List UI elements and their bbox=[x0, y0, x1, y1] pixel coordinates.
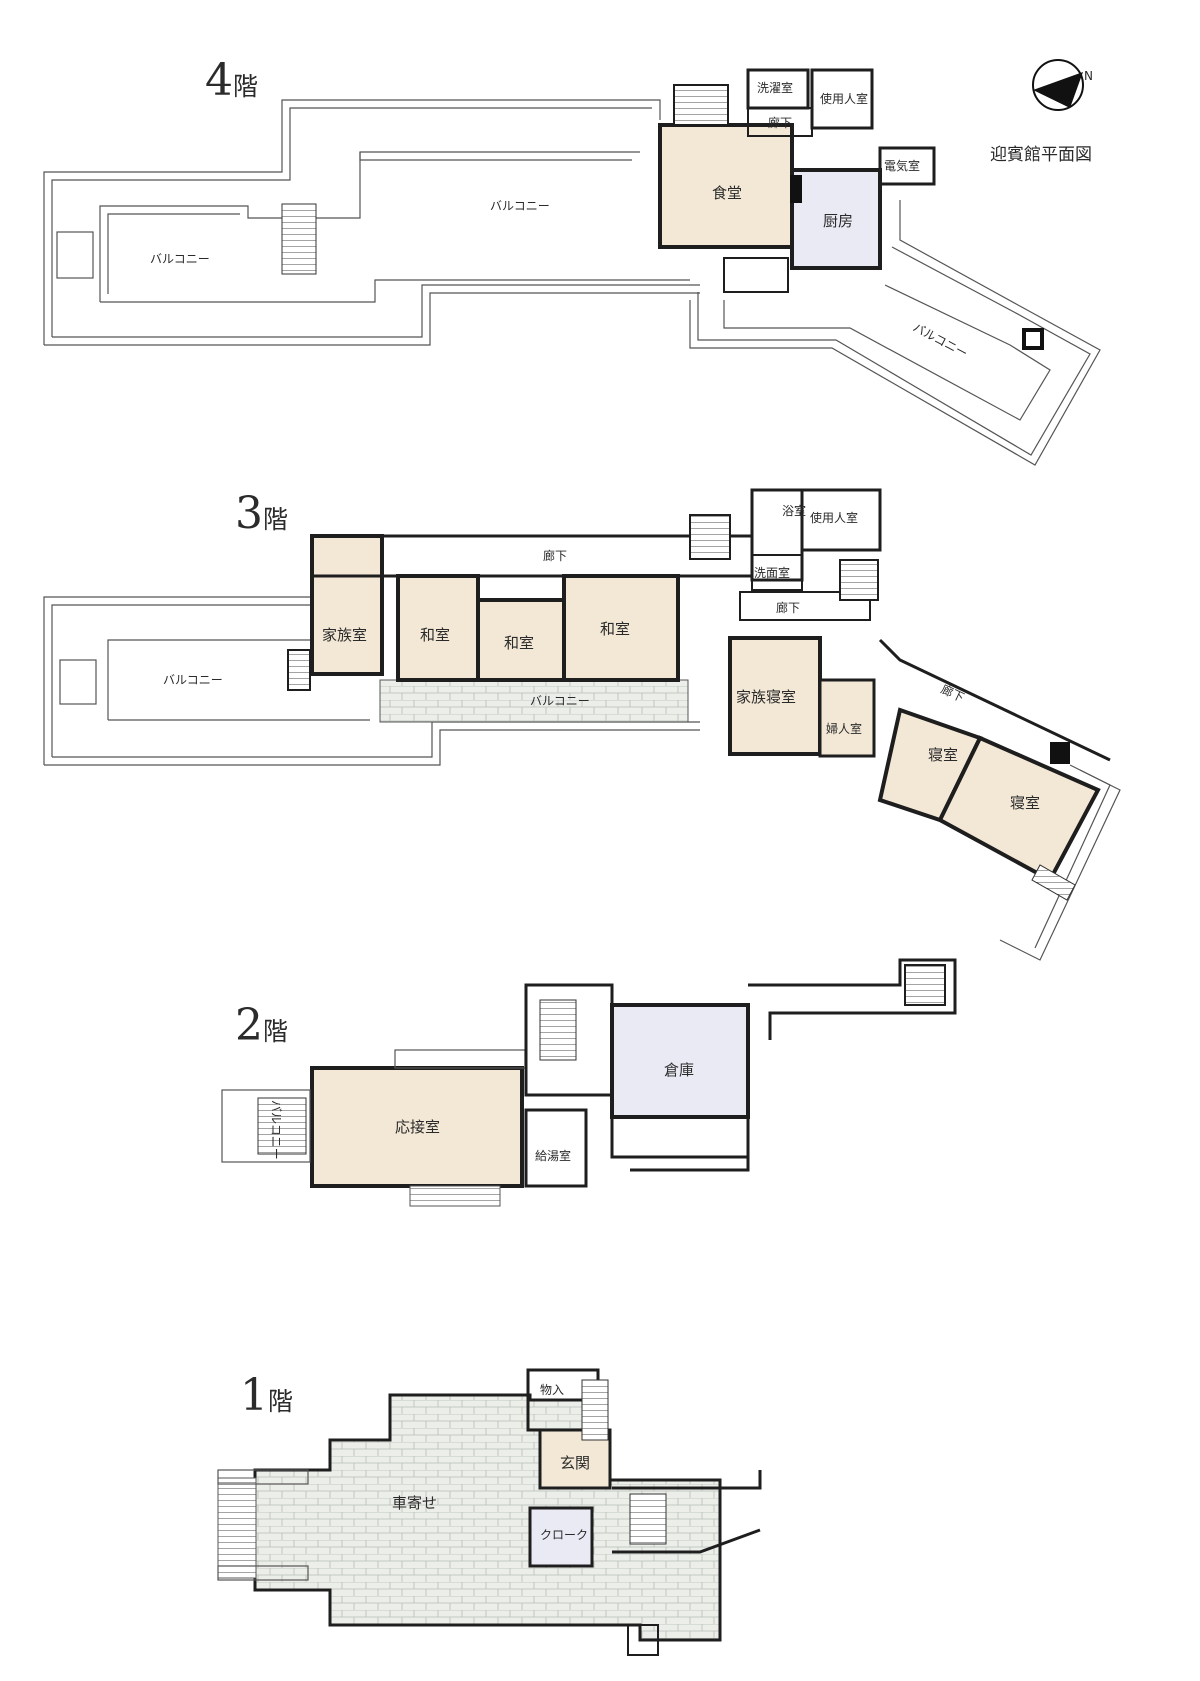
room-label-shinshitsu-1: 寝室 bbox=[928, 746, 958, 764]
floor-2-building-block bbox=[221, 958, 957, 1207]
room-label-cloak: クローク bbox=[540, 1528, 588, 1542]
room-label-sentaku: 洗濯室 bbox=[757, 80, 793, 95]
room-label-washitsu-1: 和室 bbox=[420, 626, 450, 644]
room-label-osetsu: 応接室 bbox=[395, 1118, 440, 1136]
room-label-washitsu-3: 和室 bbox=[600, 620, 630, 638]
compass-north-label: N bbox=[1084, 69, 1093, 83]
figure-title: 迎賓館平面図 bbox=[990, 145, 1092, 165]
room-label-shiyounin-4f: 使用人室 bbox=[820, 91, 868, 106]
floor-4-plan bbox=[43, 59, 1101, 466]
floor-4-kai: 階 bbox=[233, 72, 259, 101]
floor-2-kai: 階 bbox=[263, 1017, 289, 1046]
floor-1-building-block bbox=[217, 1368, 762, 1656]
floor-2-number: 2 bbox=[235, 1000, 263, 1051]
floor-1-number: 1 bbox=[240, 1370, 268, 1421]
floor-4-building-block bbox=[281, 68, 936, 293]
floor-1-kai: 階 bbox=[268, 1387, 294, 1416]
room-label-yokushitsu: 浴室 bbox=[782, 503, 806, 518]
compass-icon bbox=[1032, 59, 1084, 111]
room-label-balcony-4f-west: バルコニー bbox=[150, 252, 210, 266]
floor-3-building-block bbox=[287, 488, 1111, 901]
room-label-shokudo: 食堂 bbox=[712, 184, 742, 202]
room-label-balcony-4f-center: バルコニー bbox=[490, 199, 550, 213]
room-label-balcony-3f-west: バルコニー bbox=[163, 673, 223, 687]
room-label-shinshitsu-2: 寝室 bbox=[1010, 794, 1040, 812]
room-label-fujin: 婦人室 bbox=[826, 721, 862, 736]
room-label-kyuto: 給湯室 bbox=[535, 1148, 571, 1163]
room-label-rouka-3f-mid: 廊下 bbox=[776, 600, 800, 615]
room-label-senmen: 洗面室 bbox=[754, 565, 790, 580]
room-label-washitsu-2: 和室 bbox=[504, 634, 534, 652]
floor-3-heading: 3階 bbox=[235, 488, 288, 539]
room-label-genkan: 玄関 bbox=[560, 1454, 590, 1472]
room-label-balcony-2f: バルコニー bbox=[269, 1100, 283, 1160]
floor-3-south-balcony bbox=[379, 679, 689, 723]
floor-4-number: 4 bbox=[205, 55, 233, 106]
floor-3-number: 3 bbox=[235, 488, 263, 539]
room-label-shiyounin-3f: 使用人室 bbox=[810, 510, 858, 525]
room-label-balcony-3f-south: バルコニー bbox=[530, 694, 590, 708]
room-label-monoire: 物入 bbox=[540, 1383, 564, 1397]
floor-4-balcony-outlines bbox=[43, 99, 1101, 466]
floor-1-heading: 1階 bbox=[240, 1370, 293, 1421]
floor-3-kai: 階 bbox=[263, 505, 289, 534]
room-label-kazoku: 家族室 bbox=[322, 626, 367, 644]
room-label-chubo: 厨房 bbox=[823, 212, 853, 230]
floor-2-heading: 2階 bbox=[235, 1000, 288, 1051]
room-label-balcony-4f-east: バルコニー bbox=[911, 320, 970, 360]
room-label-rouka-3f-main: 廊下 bbox=[543, 548, 567, 563]
room-label-kuruma: 車寄せ bbox=[392, 1494, 437, 1512]
room-label-denki: 電気室 bbox=[884, 158, 920, 173]
floor-2-plan bbox=[221, 958, 957, 1207]
room-label-kazoku-shinshitsu: 家族寝室 bbox=[736, 688, 796, 706]
room-label-soko: 倉庫 bbox=[664, 1061, 694, 1079]
room-label-rouka-4f: 廊下 bbox=[768, 115, 792, 130]
floor-3-plan bbox=[43, 488, 1121, 961]
floor-1-plan bbox=[217, 1368, 762, 1656]
floor-4-heading: 4階 bbox=[205, 55, 258, 106]
